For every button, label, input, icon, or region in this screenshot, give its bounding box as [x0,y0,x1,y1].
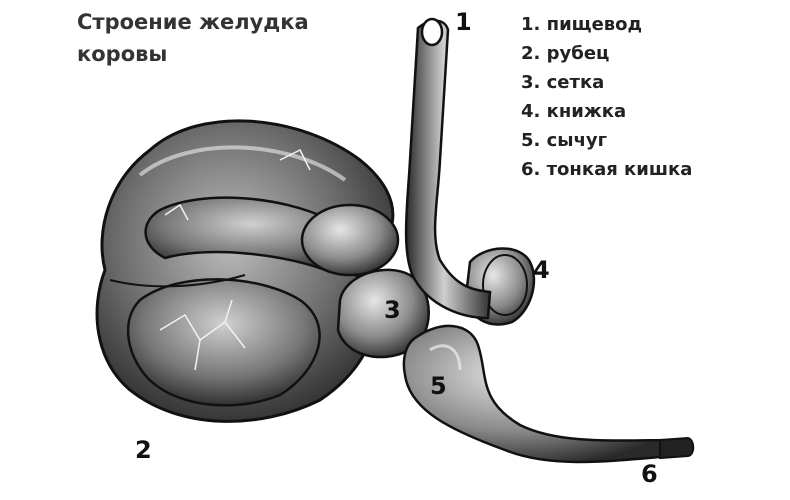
rumen [95,119,395,423]
title-line-1: Строение желудка [77,10,309,34]
diagram-title: Строение желудка коровы [77,6,309,70]
legend-item: 4. книжка [521,101,627,122]
legend: 1. пищевод 2. рубец 3. сетка 4. книжка 5… [521,10,692,184]
label-3: 3 [384,296,401,324]
esophagus [404,17,492,320]
label-2: 2 [135,436,152,464]
legend-item: 5. сычуг [521,130,608,151]
small-intestine [659,436,695,460]
legend-item: 2. рубец [521,43,610,64]
label-5: 5 [430,372,447,400]
title-line-2: коровы [77,42,168,66]
label-4: 4 [533,256,550,284]
legend-item: 6. тонкая кишка [521,159,693,180]
legend-item: 3. сетка [521,72,605,93]
label-1: 1 [455,8,472,36]
legend-item: 1. пищевод [521,14,643,35]
atrium-lobe [300,203,400,277]
label-6: 6 [641,460,658,488]
